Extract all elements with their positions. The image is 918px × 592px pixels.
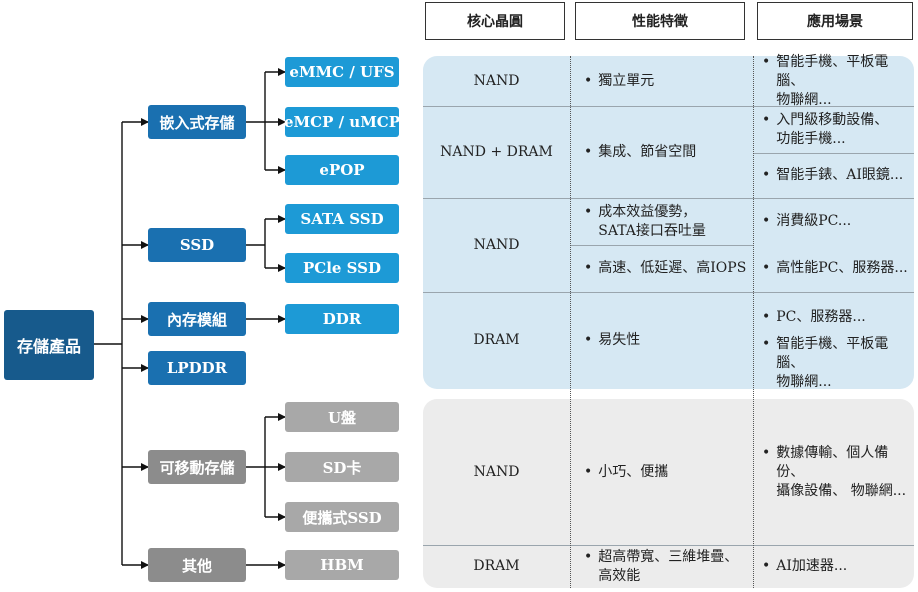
application-cell: • 數據傳輸、個人備份、攝像設備、 物聯網... bbox=[762, 399, 912, 545]
row-divider bbox=[423, 198, 914, 199]
core-cell: NAND bbox=[473, 236, 520, 253]
row-divider bbox=[423, 545, 914, 546]
product-pcie: PCle SSD bbox=[285, 253, 399, 283]
column-divider bbox=[570, 56, 571, 588]
application-line: 物聯網... bbox=[776, 373, 832, 390]
core-cell: NAND + DRAM bbox=[440, 143, 553, 160]
application-cell: • 入門級移動設備、功能手機... bbox=[762, 106, 912, 153]
application-text: 數據傳輸、個人備份、攝像設備、 物聯網... bbox=[776, 444, 912, 501]
application-text: 消費級PC... bbox=[776, 213, 852, 229]
feature-cell: • 成本效益優勢， SATA接口吞吐量 bbox=[584, 198, 750, 245]
application-line: 物聯網... bbox=[776, 91, 832, 108]
application-text: 智能手機、平板電腦、物聯網... bbox=[776, 335, 912, 392]
bullet-dot: • bbox=[762, 308, 771, 325]
bullet-dot: • bbox=[584, 203, 593, 220]
bullet-dot: • bbox=[584, 260, 593, 276]
row-divider bbox=[570, 106, 753, 107]
feature-line: SATA接口吞吐量 bbox=[598, 222, 706, 239]
core-cell: DRAM bbox=[473, 558, 520, 574]
row-divider bbox=[423, 106, 570, 107]
feature-line: 超高帶寬、三維堆疊、 bbox=[598, 548, 739, 565]
product-portable: 便攜式SSD bbox=[285, 502, 399, 532]
header-features: 性能特徵 bbox=[575, 2, 745, 40]
bullet-dot: • bbox=[762, 167, 771, 183]
bullet-dot: • bbox=[762, 260, 771, 276]
feature-text: 小巧、便攜 bbox=[598, 463, 669, 480]
bullet-dot: • bbox=[762, 444, 771, 461]
application-cell: • 消費級PC... bbox=[762, 198, 912, 245]
feature-text: 獨立單元 bbox=[598, 72, 655, 89]
application-line: 入門級移動設備、 bbox=[776, 111, 889, 128]
application-text: 高性能PC、服務器... bbox=[776, 260, 908, 276]
feature-text: 集成、節省空間 bbox=[598, 143, 697, 160]
feature-cell: • 集成、節省空間 bbox=[584, 106, 750, 198]
core-cell: NAND bbox=[473, 463, 520, 480]
category-removable: 可移動存儲 bbox=[148, 450, 246, 484]
application-text: 入門級移動設備、功能手機... bbox=[776, 111, 888, 149]
bullet-dot: • bbox=[584, 332, 593, 348]
column-divider bbox=[753, 56, 754, 588]
application-line: 功能手機... bbox=[776, 130, 846, 147]
header-applications: 應用場景 bbox=[757, 2, 913, 40]
row-divider bbox=[423, 292, 914, 293]
feature-cell: • 小巧、便攜 bbox=[584, 399, 750, 545]
product-sdcard: SD卡 bbox=[285, 452, 399, 482]
category-lpddr: LPDDR bbox=[148, 351, 246, 385]
application-cell: • 智能手機、平板電腦、物聯網... bbox=[762, 336, 912, 390]
application-cell: • AI加速器... bbox=[762, 545, 912, 588]
application-cell: • 高性能PC、服務器... bbox=[762, 245, 912, 292]
row-divider bbox=[753, 153, 914, 154]
product-epop: ePOP bbox=[285, 155, 399, 185]
feature-cell: • 超高帶寬、三維堆疊、高效能 bbox=[584, 545, 750, 588]
category-other: 其他 bbox=[148, 548, 246, 582]
product-sata: SATA SSD bbox=[285, 204, 399, 234]
bullet-dot: • bbox=[584, 143, 593, 160]
application-line: 智能手機、平板電腦、 bbox=[776, 335, 889, 371]
feature-cell: • 易失性 bbox=[584, 292, 750, 389]
feature-cell: • 獨立單元 bbox=[584, 56, 750, 106]
category-memory-module: 內存模組 bbox=[148, 302, 246, 336]
core-cell: NAND bbox=[473, 72, 520, 89]
panel-removable-storage bbox=[423, 399, 914, 588]
bullet-dot: • bbox=[762, 335, 771, 352]
application-cell: • 智能手機、平板電腦、物聯網... bbox=[762, 53, 912, 108]
feature-line: 高效能 bbox=[598, 567, 641, 584]
product-udisk: U盤 bbox=[285, 402, 399, 432]
feature-line: 成本效益優勢， bbox=[598, 203, 697, 220]
header-core: 核心晶圓 bbox=[425, 2, 565, 40]
product-ddr: DDR bbox=[285, 304, 399, 334]
bullet-dot: • bbox=[584, 72, 593, 89]
row-divider bbox=[753, 106, 914, 107]
application-cell: • PC、服務器... bbox=[762, 292, 912, 342]
product-emmc: eMMC / UFS bbox=[285, 57, 399, 87]
application-line: 攝像設備、 物聯網... bbox=[776, 482, 907, 499]
bullet-dot: • bbox=[762, 53, 771, 70]
category-ssd: SSD bbox=[148, 228, 246, 262]
feature-text: 易失性 bbox=[598, 332, 641, 348]
feature-text: 成本效益優勢， SATA接口吞吐量 bbox=[598, 203, 706, 241]
feature-text: 超高帶寬、三維堆疊、高效能 bbox=[598, 548, 738, 586]
bullet-dot: • bbox=[762, 213, 771, 229]
product-hbm: HBM bbox=[285, 550, 399, 580]
application-text: 智能手錶、AI眼鏡... bbox=[776, 167, 904, 183]
application-text: PC、服務器... bbox=[776, 308, 866, 325]
feature-cell: • 高速、低延遲、高IOPS bbox=[584, 245, 750, 292]
root-node: 存儲產品 bbox=[4, 310, 94, 380]
application-text: AI加速器... bbox=[776, 558, 848, 574]
bullet-dot: • bbox=[584, 548, 593, 565]
core-cell: DRAM bbox=[473, 332, 520, 348]
bullet-dot: • bbox=[762, 111, 771, 128]
bullet-dot: • bbox=[762, 558, 771, 574]
category-embedded: 嵌入式存儲 bbox=[148, 105, 246, 139]
application-text: 智能手機、平板電腦、物聯網... bbox=[776, 53, 912, 110]
bullet-dot: • bbox=[584, 463, 593, 480]
panel-fixed-storage bbox=[423, 56, 914, 389]
feature-text: 高速、低延遲、高IOPS bbox=[598, 260, 747, 276]
application-cell: • 智能手錶、AI眼鏡... bbox=[762, 153, 912, 198]
application-line: 數據傳輸、個人備份、 bbox=[776, 444, 889, 480]
product-emcp: eMCP / uMCP bbox=[284, 107, 400, 137]
row-divider bbox=[570, 245, 753, 246]
application-line: 智能手機、平板電腦、 bbox=[776, 53, 889, 89]
